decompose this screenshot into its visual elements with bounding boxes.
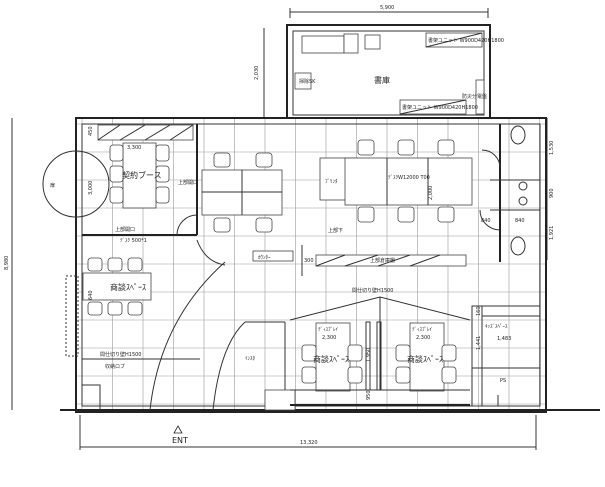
insta-label: ｲﾝｽﾀ	[245, 356, 256, 362]
printer-label: ﾌﾟﾘﾝﾀ	[325, 178, 338, 185]
kids-space	[471, 305, 541, 407]
kids-dim-h: 1,441	[476, 336, 482, 350]
meeting-center-label: 商談ｽﾍﾟｰｽ	[313, 354, 349, 364]
dim-storage-height: 2,030	[254, 66, 260, 80]
toilet-dim-3: 1,921	[549, 226, 555, 240]
partition-left-label: 間仕切り壁H1500	[100, 351, 142, 358]
toilet-dim-5: 840	[515, 218, 525, 224]
panel-label: 防災分電盤	[462, 93, 487, 100]
desk-note: ﾃﾞｽｸ 500*1	[120, 237, 147, 244]
toilet-dim-4: 840	[481, 218, 491, 224]
meeting-center-dim: 2,300	[322, 335, 336, 341]
toilet-dim-2: 900	[549, 188, 555, 198]
shelf-top-label: 書架ユニット W900D420H1800	[428, 37, 504, 44]
storage-room	[286, 24, 491, 119]
upper-note: 上部下	[328, 227, 343, 234]
office-desks-left	[196, 152, 294, 266]
meeting-space-center	[289, 296, 471, 406]
dim-left-total: 8,980	[4, 256, 10, 270]
desk-label: ﾃﾞｽｸW12000 T00	[388, 174, 430, 181]
toilet-dim-1: 1,530	[549, 141, 555, 155]
contract-dim-w: 3,300	[127, 145, 141, 151]
door-label: 扉	[50, 182, 55, 189]
center-dim-2: 950	[366, 390, 372, 400]
kids-label: ｷｯｽﾞｽﾍﾟｰｽ	[485, 323, 508, 330]
ps-label: PS	[500, 378, 506, 384]
kids-dim-top: 160	[476, 306, 482, 316]
dim-top: 5,900	[380, 5, 394, 11]
display-right-label: ﾃﾞｨｽﾌﾟﾚｲ	[412, 326, 433, 333]
dim-bottom: 13,320	[300, 440, 318, 446]
entrance-label: ENT	[172, 436, 188, 445]
storage-logo-label: 収納ロブ	[105, 363, 125, 370]
upper-opening-2: 上部開口	[115, 226, 135, 233]
counter-dim: 300	[304, 258, 314, 264]
meeting-left-dim: 640	[88, 290, 94, 300]
kids-dim-w: 1,483	[497, 336, 511, 342]
toilets	[479, 124, 540, 262]
meeting-right-label: 商談ｽﾍﾟｰｽ	[407, 354, 443, 364]
contract-dim-h: 3,000	[88, 181, 94, 195]
shelf-label: 上部倉庫棚	[370, 257, 395, 264]
meeting-left-label: 商談ｽﾍﾟｰｽ	[110, 282, 146, 292]
dimension-lines	[11, 8, 548, 450]
meeting-right-dim: 2,300	[416, 335, 430, 341]
desk-dim: 2,000	[428, 186, 434, 200]
entrance-arrow-icon	[173, 425, 183, 434]
center-dim-1: 1,950	[366, 348, 372, 362]
contract-booth-label: 契約ブース	[122, 170, 162, 180]
meeting-space-left	[65, 257, 200, 410]
display-center-label: ﾃﾞｨｽﾌﾟﾚｲ	[318, 326, 339, 333]
shelf-bottom-label: 書架ユニット W900D420H1800	[402, 104, 478, 111]
entrance-doors	[149, 261, 296, 411]
storage-label: 書庫	[374, 75, 390, 85]
counter-label: ｶｳﾝﾀｰ	[258, 255, 271, 261]
contract-booth	[42, 124, 198, 236]
office-desk-main	[301, 139, 473, 276]
sink-label: 掃除SK	[299, 78, 316, 85]
upper-opening-1: 上部開口	[178, 179, 198, 186]
partition-center-label: 間仕切り壁H1500	[352, 287, 394, 294]
contract-dim-450: 450	[88, 126, 94, 136]
